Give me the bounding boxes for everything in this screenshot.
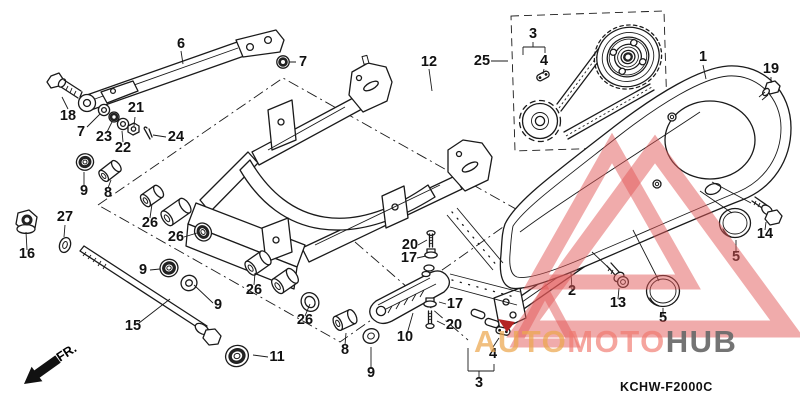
callout-26: 26 bbox=[297, 312, 313, 328]
callout-4: 4 bbox=[540, 53, 548, 69]
callout-16: 16 bbox=[19, 246, 35, 262]
part-bolt-14 bbox=[751, 196, 783, 226]
callout-8: 8 bbox=[341, 342, 349, 358]
part-bolt-19 bbox=[758, 80, 781, 101]
callout-26: 26 bbox=[142, 215, 158, 231]
callout-9: 9 bbox=[367, 365, 375, 381]
part-cap-5-upper bbox=[718, 207, 752, 239]
bushings-26-and-9 bbox=[139, 184, 320, 313]
part-chain-adjuster-10 bbox=[369, 229, 451, 330]
callout-20: 20 bbox=[446, 317, 462, 333]
rear-sprocket bbox=[593, 24, 663, 90]
leader-lines bbox=[25, 42, 772, 378]
callout-23: 23 bbox=[96, 129, 112, 145]
fr-arrow-icon bbox=[24, 355, 61, 384]
callout-18: 18 bbox=[60, 108, 76, 124]
part-collar-8-left bbox=[98, 159, 122, 183]
callout-4: 4 bbox=[489, 346, 497, 362]
callout-17: 17 bbox=[447, 296, 463, 312]
callout-7: 7 bbox=[299, 54, 307, 70]
fr-direction-marker: FR. bbox=[24, 341, 79, 384]
master-link-kit bbox=[536, 70, 550, 82]
callout-7: 7 bbox=[77, 124, 85, 140]
callout-14: 14 bbox=[757, 226, 773, 242]
callout-24: 24 bbox=[168, 129, 184, 145]
callout-12: 12 bbox=[421, 54, 437, 70]
callout-20: 20 bbox=[402, 237, 418, 253]
part-nut-16 bbox=[15, 209, 38, 235]
callout-10: 10 bbox=[397, 329, 413, 345]
part-collar-8-mid bbox=[332, 308, 358, 332]
hardware-washers-nut-pin bbox=[97, 103, 153, 140]
callout-5: 5 bbox=[659, 310, 667, 326]
callout-11: 11 bbox=[269, 349, 284, 365]
watermark-triangle-small bbox=[509, 281, 581, 348]
part-chain-case-1 bbox=[499, 65, 792, 290]
callout-25: 25 bbox=[474, 53, 490, 69]
watermark-triangle-medium bbox=[523, 132, 701, 290]
part-bolt-18 bbox=[46, 72, 83, 99]
part-roller-11 bbox=[224, 344, 250, 368]
callout-13: 13 bbox=[610, 295, 626, 311]
callout-21: 21 bbox=[128, 100, 144, 116]
part-pivot-bolt-15 bbox=[79, 245, 222, 346]
callout-9: 9 bbox=[80, 183, 88, 199]
watermark-triangle-large bbox=[506, 134, 800, 338]
callout-22: 22 bbox=[115, 140, 131, 156]
callout-2: 2 bbox=[568, 283, 576, 299]
callout-27: 27 bbox=[57, 209, 73, 225]
watermark: AUTOMOTOHUB bbox=[474, 132, 800, 359]
part-washer-9-mid bbox=[362, 328, 380, 344]
front-sprocket bbox=[518, 99, 562, 143]
part-washer-27 bbox=[58, 236, 72, 254]
part-nut-7 bbox=[276, 55, 290, 69]
drive-chain-runs bbox=[556, 35, 655, 140]
diagram-code: KCHW-F2000C bbox=[620, 380, 713, 394]
callout-17: 17 bbox=[401, 250, 417, 266]
callout-3: 3 bbox=[475, 375, 483, 391]
callout-6: 6 bbox=[177, 36, 185, 52]
callout-19: 19 bbox=[763, 61, 779, 77]
callout-9: 9 bbox=[139, 262, 147, 278]
callout-8: 8 bbox=[104, 185, 112, 201]
part-bushing-9-left bbox=[75, 153, 95, 171]
callout-26: 26 bbox=[246, 282, 262, 298]
callout-3: 3 bbox=[529, 26, 537, 42]
callout-9: 9 bbox=[214, 297, 222, 313]
watermark-text: AUTOMOTOHUB bbox=[474, 324, 737, 359]
callout-26: 26 bbox=[168, 229, 184, 245]
callout-1: 1 bbox=[699, 49, 707, 65]
master-link-clip-highlight bbox=[498, 319, 515, 332]
callout-15: 15 bbox=[125, 318, 141, 334]
part-swingarm-12 bbox=[185, 54, 493, 290]
drive-chain-loose bbox=[446, 207, 521, 336]
part-torque-arm-6 bbox=[77, 29, 285, 113]
sprocket-kit-box-25 bbox=[510, 10, 669, 152]
